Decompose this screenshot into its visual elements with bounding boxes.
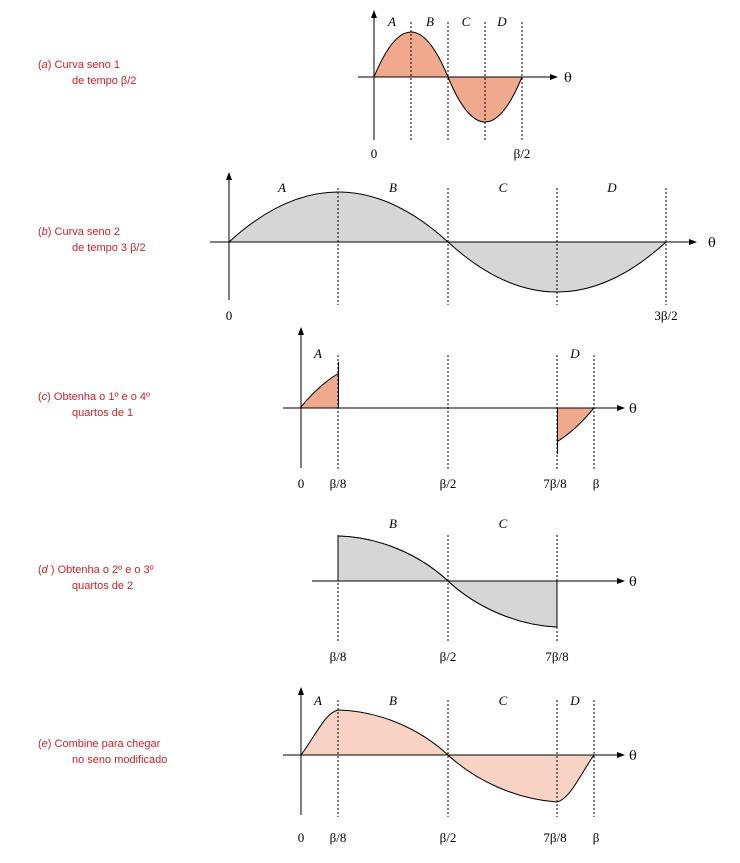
segment-label-c-D: D <box>569 346 580 361</box>
theta-label-a: θ <box>564 71 572 86</box>
tick-d-7beta-8: 7β/8 <box>545 649 568 664</box>
panel-e: (e) Combine para chegar no seno modifica… <box>38 687 637 845</box>
caption-c-line-1: (c) Obtenha o 1º e o 4º <box>38 391 150 403</box>
fourth-quarter-area <box>557 408 594 442</box>
caption-c-line-2: quartos de 1 <box>72 407 133 419</box>
caption-e-line-1: (e) Combine para chegar <box>38 738 161 750</box>
theta-label-c: θ <box>629 402 637 417</box>
segment-label-a-B: B <box>426 14 434 29</box>
y-axis-arrow-icon <box>371 10 377 18</box>
segment-label-a-C: C <box>462 14 471 29</box>
tick-e-beta-8: β/8 <box>330 830 347 845</box>
panel-d: (d ) Obtenha o 2º e o 3º quartos de 2 θ … <box>38 516 637 664</box>
segment-label-e-A: A <box>313 693 322 708</box>
theta-axis-arrow-icon <box>617 405 625 411</box>
tick-b-3beta-2: 3β/2 <box>654 308 677 323</box>
tick-c-7beta-8: 7β/8 <box>543 476 566 491</box>
y-axis-arrow-icon <box>226 172 232 180</box>
theta-label-d: θ <box>629 575 637 590</box>
caption-b-line-1: (b) Curva seno 2 <box>38 226 120 238</box>
theta-axis-arrow-icon <box>550 74 558 80</box>
tick-d-beta-2: β/2 <box>440 649 457 664</box>
caption-b-line-2: de tempo 3 β/2 <box>72 242 146 254</box>
tick-c-beta-8: β/8 <box>330 476 347 491</box>
segment-label-e-D: D <box>569 693 580 708</box>
segment-label-d-C: C <box>499 516 508 531</box>
theta-axis-arrow-icon <box>689 239 697 245</box>
caption-d-line-1: (d ) Obtenha o 2º e o 3º <box>38 564 154 576</box>
theta-axis-arrow-icon <box>617 752 625 758</box>
y-axis-arrow-icon <box>298 327 304 335</box>
tick-b-0: 0 <box>226 308 233 323</box>
tick-c-beta-2: β/2 <box>440 476 457 491</box>
segment-label-e-C: C <box>499 693 508 708</box>
tick-c-beta: β <box>593 476 600 491</box>
segment-label-c-A: A <box>313 346 322 361</box>
caption-e-line-2: no seno modificado <box>72 754 167 766</box>
segment-label-b-C: C <box>499 180 508 195</box>
segment-label-b-B: B <box>389 180 397 195</box>
modified-sine-area <box>301 710 594 802</box>
tick-a-0: 0 <box>371 146 378 161</box>
segment-label-a-A: A <box>387 14 396 29</box>
first-quarter-area <box>300 373 339 408</box>
panel-a: (a) Curva seno 1 de tempo β/2 θ A B C D … <box>38 10 572 161</box>
tick-e-beta: β <box>593 830 600 845</box>
segment-label-e-B: B <box>389 693 397 708</box>
theta-label-e: θ <box>629 749 637 764</box>
caption-a-line-1: (a) Curva seno 1 <box>38 59 120 71</box>
tick-e-0: 0 <box>298 830 305 845</box>
panel-c: (c) Obtenha o 1º e o 4º quartos de 1 θ A… <box>38 327 637 491</box>
tick-d-beta-8: β/8 <box>330 649 347 664</box>
panel-b: (b) Curva seno 2 de tempo 3 β/2 θ A B C … <box>38 172 716 323</box>
segment-label-b-D: D <box>606 180 617 195</box>
theta-label-b: θ <box>708 236 716 251</box>
y-axis-arrow-icon <box>298 687 304 695</box>
segment-label-a-D: D <box>496 14 507 29</box>
caption-d-line-2: quartos de 2 <box>72 580 133 592</box>
segment-label-b-A: A <box>277 180 286 195</box>
tick-e-beta-2: β/2 <box>440 830 457 845</box>
segment-label-d-B: B <box>389 516 397 531</box>
tick-c-0: 0 <box>298 476 305 491</box>
tick-a-beta-2: β/2 <box>514 146 531 161</box>
theta-axis-arrow-icon <box>617 578 625 584</box>
tick-e-7beta-8: 7β/8 <box>543 830 566 845</box>
caption-a-line-2: de tempo β/2 <box>72 75 136 87</box>
